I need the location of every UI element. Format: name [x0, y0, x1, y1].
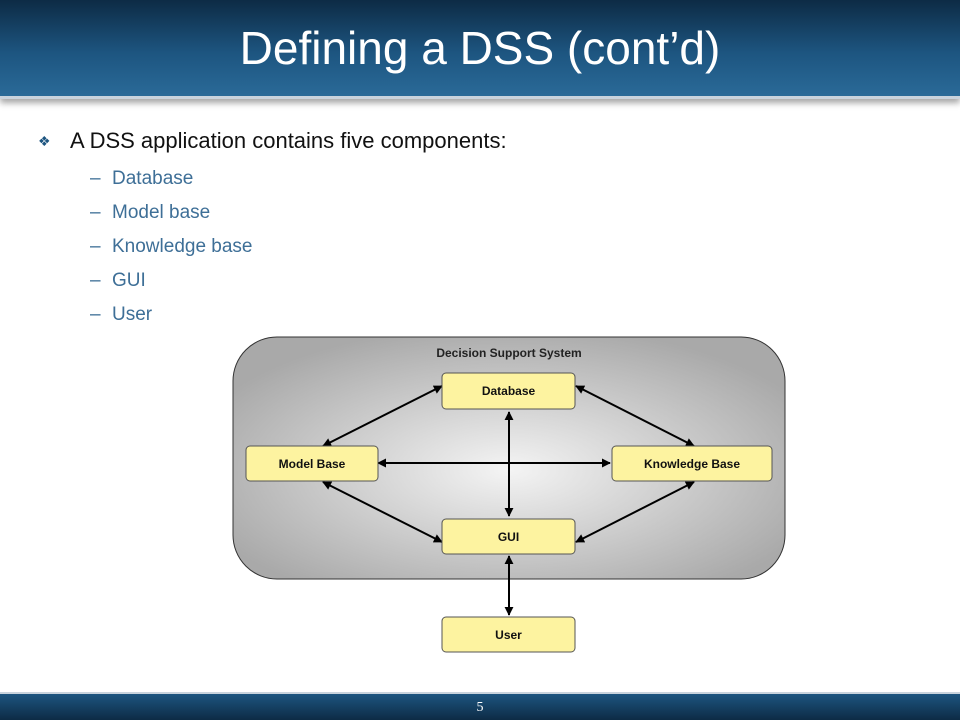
sub-bullet-item: –User: [90, 304, 153, 325]
node-knowledge-base: Knowledge Base: [611, 445, 773, 482]
sub-bullet-item: –Knowledge base: [90, 236, 253, 257]
bullet-list: ❖ A DSS application contains five compon…: [38, 124, 507, 332]
main-bullet: ❖ A DSS application contains five compon…: [38, 124, 507, 158]
node-database: Database: [441, 372, 576, 410]
sub-bullet-item: –Database: [90, 168, 194, 189]
node-model-base-label: Model Base: [279, 457, 346, 471]
arrow-knowledgebase-gui: [575, 481, 695, 543]
node-user-label: User: [495, 628, 522, 642]
node-database-label: Database: [482, 384, 536, 398]
diamond-bullet-icon: ❖: [38, 133, 51, 149]
arrow-modelbase-gui: [322, 481, 443, 543]
arrow-database-modelbase: [322, 385, 443, 447]
title-bar: Defining a DSS (cont’d): [0, 0, 960, 99]
node-knowledge-base-label: Knowledge Base: [644, 457, 740, 471]
main-bullet-text: A DSS application contains five componen…: [70, 128, 507, 153]
footer-bar: 5: [0, 692, 960, 720]
dss-container-label: Decision Support System: [436, 346, 581, 360]
page-number: 5: [476, 700, 484, 715]
node-model-base: Model Base: [245, 445, 379, 482]
slide-title: Defining a DSS (cont’d): [239, 22, 721, 74]
arrow-database-knowledgebase: [575, 385, 695, 447]
node-user: User: [441, 616, 576, 653]
sub-bullet-item: –Model base: [90, 202, 211, 223]
node-gui-label: GUI: [498, 530, 519, 544]
node-gui: GUI: [441, 518, 576, 555]
sub-bullet-item: –GUI: [90, 270, 146, 291]
sub-bullet-list: –Database –Model base –Knowledge base –G…: [38, 162, 507, 332]
